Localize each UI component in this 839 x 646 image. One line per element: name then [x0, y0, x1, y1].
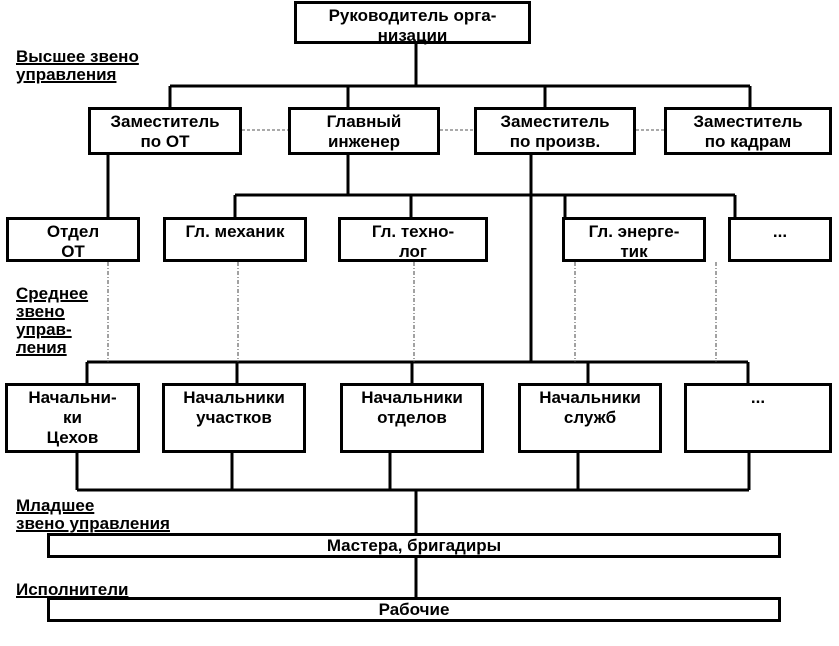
level-label-top: Высшее звено управления: [16, 47, 139, 84]
level-label-executors: Исполнители: [16, 580, 129, 599]
chiefs-more-box: ...: [684, 383, 832, 453]
chief-engineer-box: Главный инженер: [288, 107, 440, 155]
workers-box: Рабочие: [47, 597, 781, 622]
level-label-lower: Младшее звено управления: [16, 496, 170, 533]
chiefs-sections-box: Начальники участков: [162, 383, 306, 453]
chief-technologist-box: Гл. техно- лог: [338, 217, 488, 262]
chief-energetic-box: Гл. энерге- тик: [562, 217, 706, 262]
deputy-production-box: Заместитель по произв.: [474, 107, 636, 155]
deputy-ot-box: Заместитель по ОТ: [88, 107, 242, 155]
chief-mechanic-box: Гл. механик: [163, 217, 307, 262]
chiefs-services-box: Начальники служб: [518, 383, 662, 453]
chiefs-workshops-box: Начальни- ки Цехов: [5, 383, 140, 453]
chiefs-departments-box: Начальники отделов: [340, 383, 484, 453]
head-box: Руководитель орга- низации: [294, 1, 531, 45]
dept-more-box: ...: [728, 217, 832, 262]
dept-ot-box: Отдел ОТ: [6, 217, 140, 262]
masters-box: Мастера, бригадиры: [47, 533, 781, 558]
deputy-hr-box: Заместитель по кадрам: [664, 107, 832, 155]
level-label-middle: Среднее звено управ- ления: [16, 284, 89, 357]
